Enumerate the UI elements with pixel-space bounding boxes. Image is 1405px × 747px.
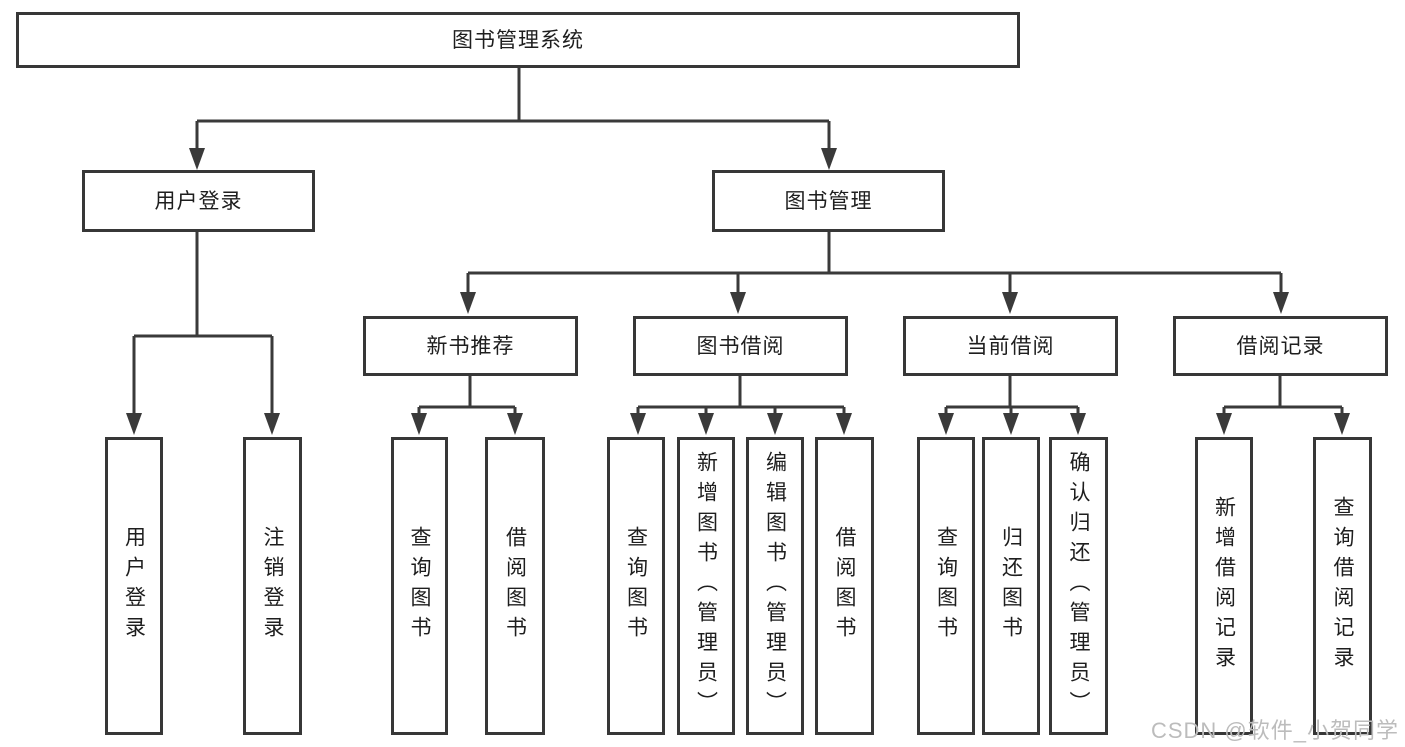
node-label: 借阅图书 (833, 526, 856, 646)
node-label: 查询图书 (934, 526, 958, 646)
leaf-confirm-return-admin: 确认归还（管理员） (1049, 437, 1108, 735)
node-borrow-records: 借阅记录 (1173, 316, 1388, 376)
node-current-borrow: 当前借阅 (903, 316, 1118, 376)
node-label: 确认归还（管理员） (1067, 451, 1090, 721)
node-label: 查询借阅记录 (1331, 496, 1354, 676)
node-book-management: 图书管理 (712, 170, 945, 232)
node-label: 图书管理 (784, 189, 873, 213)
node-new-book-recommend: 新书推荐 (363, 316, 578, 376)
node-label: 用户登录 (122, 526, 146, 646)
node-label: 查询图书 (408, 526, 431, 646)
node-label: 归还图书 (999, 526, 1023, 646)
leaf-return-books: 归还图书 (982, 437, 1040, 735)
node-label: 新书推荐 (426, 334, 515, 358)
node-label: 当前借阅 (966, 334, 1055, 358)
leaf-borrow-books: 借阅图书 (815, 437, 874, 735)
leaf-add-books-admin: 新增图书（管理员） (677, 437, 735, 735)
leaf-logout: 注销登录 (243, 437, 302, 735)
node-label: 查询图书 (624, 526, 648, 646)
node-label: 新增借阅记录 (1212, 496, 1236, 676)
leaf-query-books: 查询图书 (917, 437, 975, 735)
arrowheads (126, 148, 1350, 435)
node-label: 新增图书（管理员） (694, 451, 718, 721)
node-label: 图书管理系统 (452, 28, 584, 52)
leaf-user-login: 用户登录 (105, 437, 163, 735)
csdn-watermark: CSDN @软件_小贺同学 (1150, 718, 1399, 743)
leaf-add-borrow-record: 新增借阅记录 (1195, 437, 1253, 735)
leaf-edit-books-admin: 编辑图书（管理员） (746, 437, 804, 735)
node-label: 注销登录 (261, 526, 284, 646)
node-user-login: 用户登录 (82, 170, 315, 232)
leaf-borrow-books: 借阅图书 (485, 437, 545, 735)
node-label: 借阅记录 (1236, 334, 1325, 358)
leaf-query-books: 查询图书 (391, 437, 448, 735)
leaf-query-borrow-record: 查询借阅记录 (1313, 437, 1372, 735)
leaf-query-books: 查询图书 (607, 437, 665, 735)
node-book-borrow: 图书借阅 (633, 316, 848, 376)
node-label: 图书借阅 (696, 334, 785, 358)
node-label: 编辑图书（管理员） (763, 451, 787, 721)
node-label: 借阅图书 (503, 526, 527, 646)
node-label: 用户登录 (154, 189, 243, 213)
node-library-management-system: 图书管理系统 (16, 12, 1020, 68)
